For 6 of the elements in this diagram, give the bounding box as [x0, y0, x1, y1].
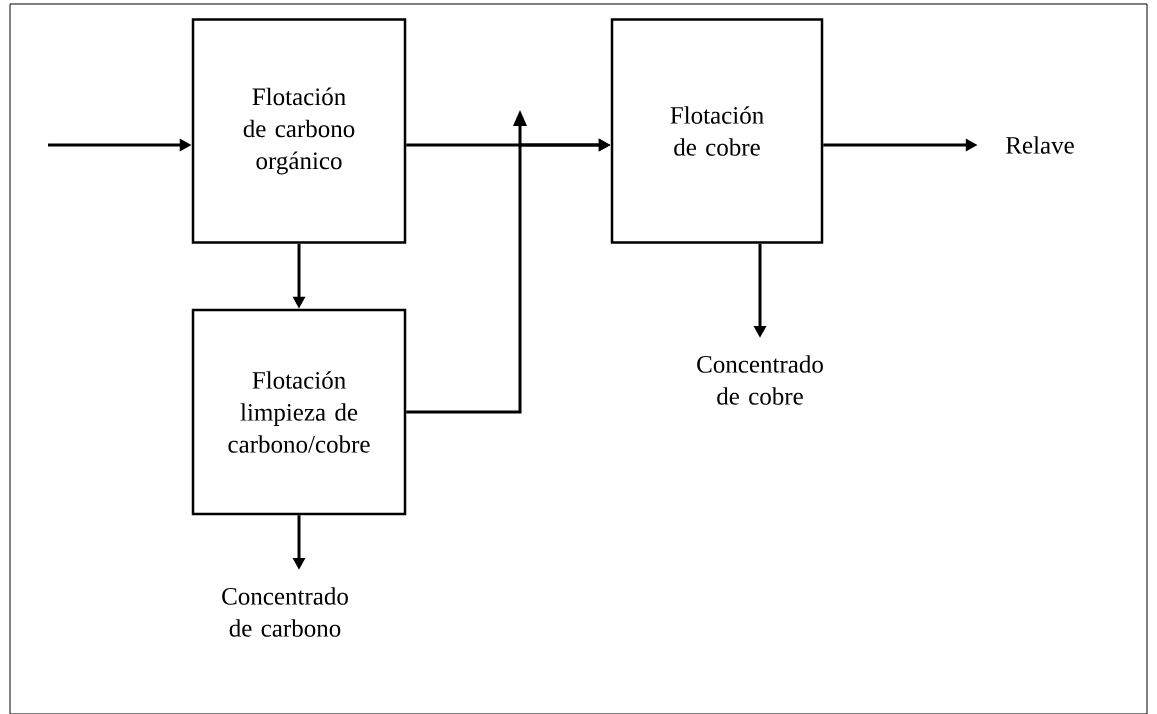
- stream-label: Relave: [1006, 136, 1074, 154]
- stream-label: Concentrado de cobre: [697, 355, 823, 405]
- process-box: Flotación de carbono orgánico: [191, 18, 407, 244]
- process-box: Flotación de cobre: [610, 18, 824, 244]
- stream-label: Concentrado de carbono: [222, 587, 348, 637]
- process-box: Flotación limpieza de carbono/cobre: [191, 308, 407, 516]
